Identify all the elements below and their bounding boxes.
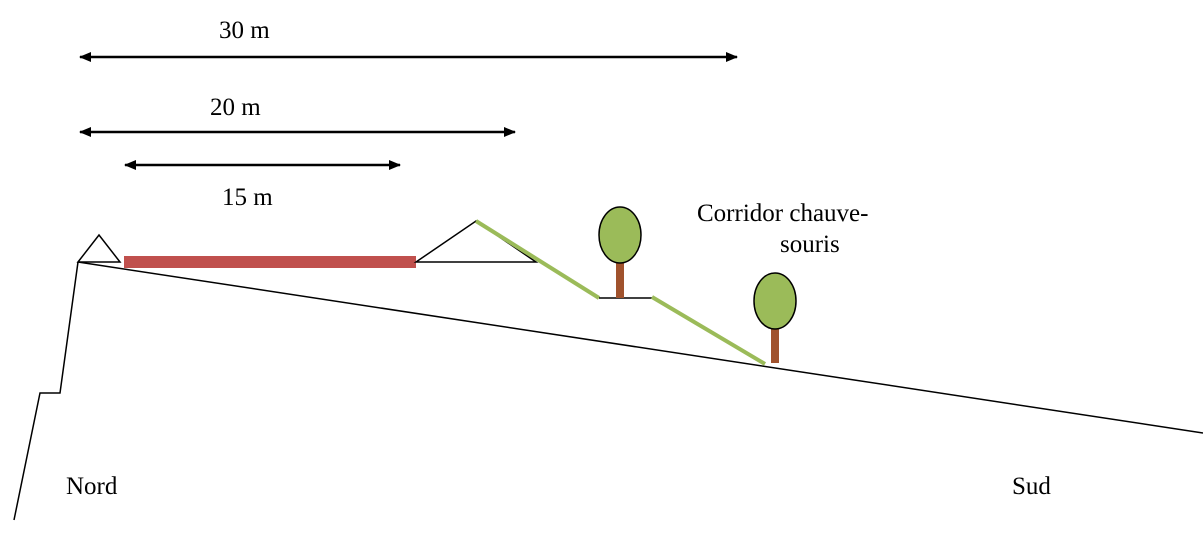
tree-trunk	[616, 262, 624, 298]
dimension-label-30m: 30 m	[219, 17, 270, 44]
dimension-label-20m: 20 m	[210, 94, 261, 121]
north-triangle-marker	[76, 233, 122, 263]
tree-canopy	[753, 272, 797, 330]
green-slope-upper	[474, 219, 601, 300]
corridor-label-line2: souris	[780, 231, 840, 258]
tree-upper	[598, 206, 642, 298]
tree-lower	[753, 272, 797, 363]
embankment-triangle	[413, 220, 539, 263]
dimension-label-15m: 15 m	[222, 184, 273, 211]
green-slope-lower	[650, 295, 767, 366]
red-bar	[124, 256, 416, 268]
ground-slope-line	[77, 261, 1203, 434]
tree-canopy	[598, 206, 642, 264]
south-label: Sud	[1012, 473, 1051, 500]
tree-trunk	[771, 326, 779, 363]
cliff-profile	[13, 261, 79, 521]
corridor-label-line1: Corridor chauve-	[697, 200, 868, 227]
north-label: Nord	[66, 473, 118, 500]
